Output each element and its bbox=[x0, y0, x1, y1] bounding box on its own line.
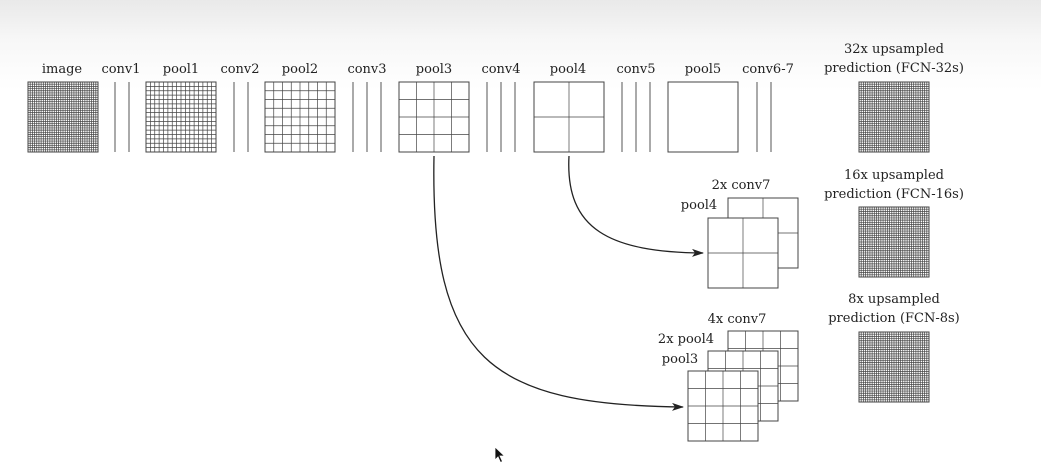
stage-label-conv3: conv3 bbox=[347, 62, 386, 77]
pool5-block bbox=[667, 81, 739, 153]
fcn16-label-line1: 16x upsampled bbox=[844, 168, 944, 183]
conv6-7-lines bbox=[756, 82, 772, 152]
pool4-block bbox=[533, 81, 605, 153]
fcn8-conv7-label: 4x conv7 bbox=[708, 312, 767, 327]
stage-label-pool2: pool2 bbox=[282, 62, 318, 77]
stage-label-pool3: pool3 bbox=[416, 62, 452, 77]
fcn8-label-line2: prediction (FCN-8s) bbox=[828, 311, 960, 326]
mouse-pointer-icon bbox=[494, 446, 506, 464]
stage-label-conv6-7: conv6-7 bbox=[742, 62, 794, 77]
conv5-lines bbox=[621, 82, 651, 152]
conv1-lines bbox=[114, 82, 130, 152]
fcn16-prediction bbox=[858, 206, 930, 278]
fcn8-pool3-label: pool3 bbox=[662, 352, 698, 367]
pool3-block bbox=[398, 81, 470, 153]
fcn8-prediction bbox=[858, 331, 930, 403]
fcn32-prediction bbox=[858, 81, 930, 153]
stage-label-pool4: pool4 bbox=[550, 62, 586, 77]
pool2-block bbox=[264, 81, 336, 153]
image-block bbox=[27, 81, 99, 153]
fcn16-conv7-label: 2x conv7 bbox=[712, 178, 771, 193]
conv2-lines bbox=[233, 82, 249, 152]
pool4-skip-arrow bbox=[568, 155, 704, 257]
pool3-skip-arrow bbox=[433, 155, 684, 411]
conv4-lines bbox=[486, 82, 516, 152]
stage-label-pool5: pool5 bbox=[685, 62, 721, 77]
fcn16-pool4-label: pool4 bbox=[681, 198, 717, 213]
stage-label-image: image bbox=[42, 62, 83, 77]
fcn32-label-line2: prediction (FCN-32s) bbox=[824, 61, 964, 76]
stage-label-conv2: conv2 bbox=[220, 62, 259, 77]
fcn32-label-line1: 32x upsampled bbox=[844, 42, 944, 57]
conv3-lines bbox=[352, 82, 382, 152]
fcn8-pool4-label: 2x pool4 bbox=[658, 332, 714, 347]
fcn8-label-line1: 8x upsampled bbox=[848, 292, 940, 307]
stage-label-conv4: conv4 bbox=[481, 62, 520, 77]
fcn8-pool3-map bbox=[687, 370, 759, 442]
stage-label-pool1: pool1 bbox=[163, 62, 199, 77]
stage-label-conv1: conv1 bbox=[101, 62, 140, 77]
pool1-block bbox=[145, 81, 217, 153]
fcn16-pool4-map bbox=[707, 217, 779, 289]
stage-label-conv5: conv5 bbox=[616, 62, 655, 77]
fcn16-label-line2: prediction (FCN-16s) bbox=[824, 187, 964, 202]
